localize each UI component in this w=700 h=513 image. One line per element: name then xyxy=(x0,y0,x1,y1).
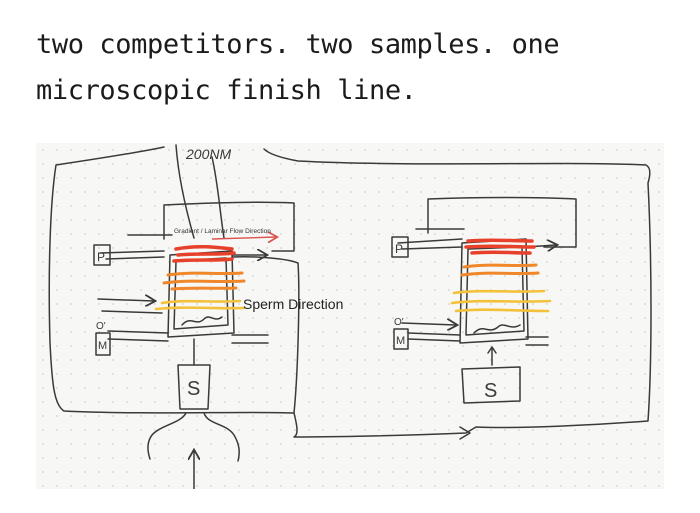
right-loop-box xyxy=(427,196,577,248)
right-inlet-line-2 xyxy=(401,246,463,250)
outer-loop-arrow xyxy=(459,426,471,440)
left-s-label: S xyxy=(187,378,200,400)
left-m-label: M xyxy=(98,340,107,352)
flow-direction-label: Gradient / Laminar Flow Direction xyxy=(174,228,271,235)
right-orange-scribble xyxy=(460,263,540,277)
right-m-line-1 xyxy=(407,338,461,342)
magnification-label: 200NM xyxy=(185,146,231,162)
left-o2-label: O' xyxy=(96,321,106,332)
left-stand xyxy=(147,412,240,462)
left-flow-arrow-2 xyxy=(101,310,163,314)
left-p-box xyxy=(93,244,111,266)
right-yellow-scribble xyxy=(450,289,552,313)
left-chip-squiggle xyxy=(181,316,223,326)
left-loop-box xyxy=(163,201,295,252)
right-gradient-scribbles xyxy=(450,238,552,313)
right-s-stem xyxy=(487,346,497,366)
left-m-line-2 xyxy=(107,338,169,342)
left-inlet-line-2 xyxy=(105,256,165,260)
right-s-box xyxy=(461,366,521,404)
left-orange-scribble xyxy=(162,271,246,291)
headline: two competitors. two samples. one micros… xyxy=(36,22,676,114)
left-red-scribble xyxy=(172,244,236,263)
left-flow-arrow-1 xyxy=(97,299,154,301)
mag-cable-1 xyxy=(175,144,195,239)
flow-direction-arrow xyxy=(211,237,276,239)
outer-loop-path xyxy=(48,146,300,414)
headline-line-2: microscopic finish line. xyxy=(36,75,417,106)
sperm-direction-label: Sperm Direction xyxy=(243,296,343,312)
right-s-label: S xyxy=(484,380,497,402)
left-gradient-scribbles xyxy=(154,244,246,311)
right-p-label: P xyxy=(395,242,403,256)
right-o2-label: O' xyxy=(394,317,404,328)
right-chip-squiggle xyxy=(473,324,521,334)
right-m-label: M xyxy=(396,335,405,347)
right-m-box xyxy=(393,328,409,350)
right-flow-arrow-2 xyxy=(407,332,461,336)
left-s-box xyxy=(177,364,211,410)
outer-loop-bottom xyxy=(263,148,652,438)
sketch-drawing: 200NM Gradient / Laminar Flow Direction … xyxy=(36,143,664,489)
left-yellow-scribble xyxy=(154,299,246,311)
mag-cable-2 xyxy=(211,156,225,239)
left-p-label: P xyxy=(97,250,105,264)
dot-grid xyxy=(36,143,664,489)
left-m-line-1 xyxy=(107,330,169,334)
sketch-image: 200NM Gradient / Laminar Flow Direction … xyxy=(36,143,664,489)
left-m-box xyxy=(95,332,111,356)
right-red-scribble xyxy=(464,238,536,255)
right-flow-arrow-1 xyxy=(401,323,456,325)
headline-line-1: two competitors. two samples. one xyxy=(36,29,560,60)
right-p-box xyxy=(391,236,409,258)
